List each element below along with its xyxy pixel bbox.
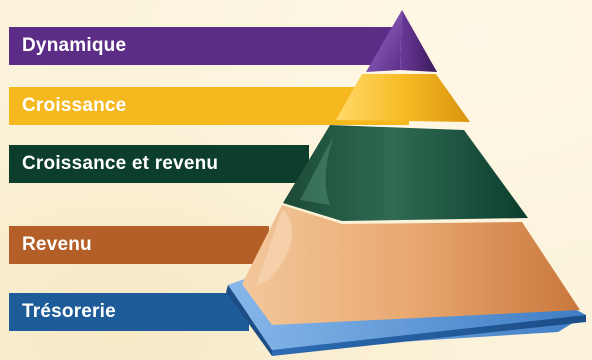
tier-label-dynamique: Dynamique [22,35,127,56]
pyramid-tier-dynamique-left [366,10,402,72]
tier-label-croissance: Croissance [22,95,127,116]
pyramid-tier-dynamique-right [400,10,437,72]
pyramid-base-front [226,285,272,356]
pyramid-base-side [272,315,586,356]
tier-band-croissance-et-revenu: Croissance et revenu [9,145,309,183]
tier-label-tresorerie: Trésorerie [22,301,116,322]
tier-band-revenu: Revenu [9,226,269,264]
pyramid-tier-croissance [336,74,470,122]
tier-band-dynamique: Dynamique [9,27,399,65]
pyramid-tier-revenu [242,205,580,325]
tier-label-revenu: Revenu [22,234,92,255]
pyramid-revenu-shine [256,210,293,286]
pyramid-green-shine [300,135,334,205]
tier-label-croissance-et-revenu: Croissance et revenu [22,153,219,174]
pyramid-tier-croissance-et-revenu [283,125,528,221]
tier-band-tresorerie: Trésorerie [9,293,249,331]
